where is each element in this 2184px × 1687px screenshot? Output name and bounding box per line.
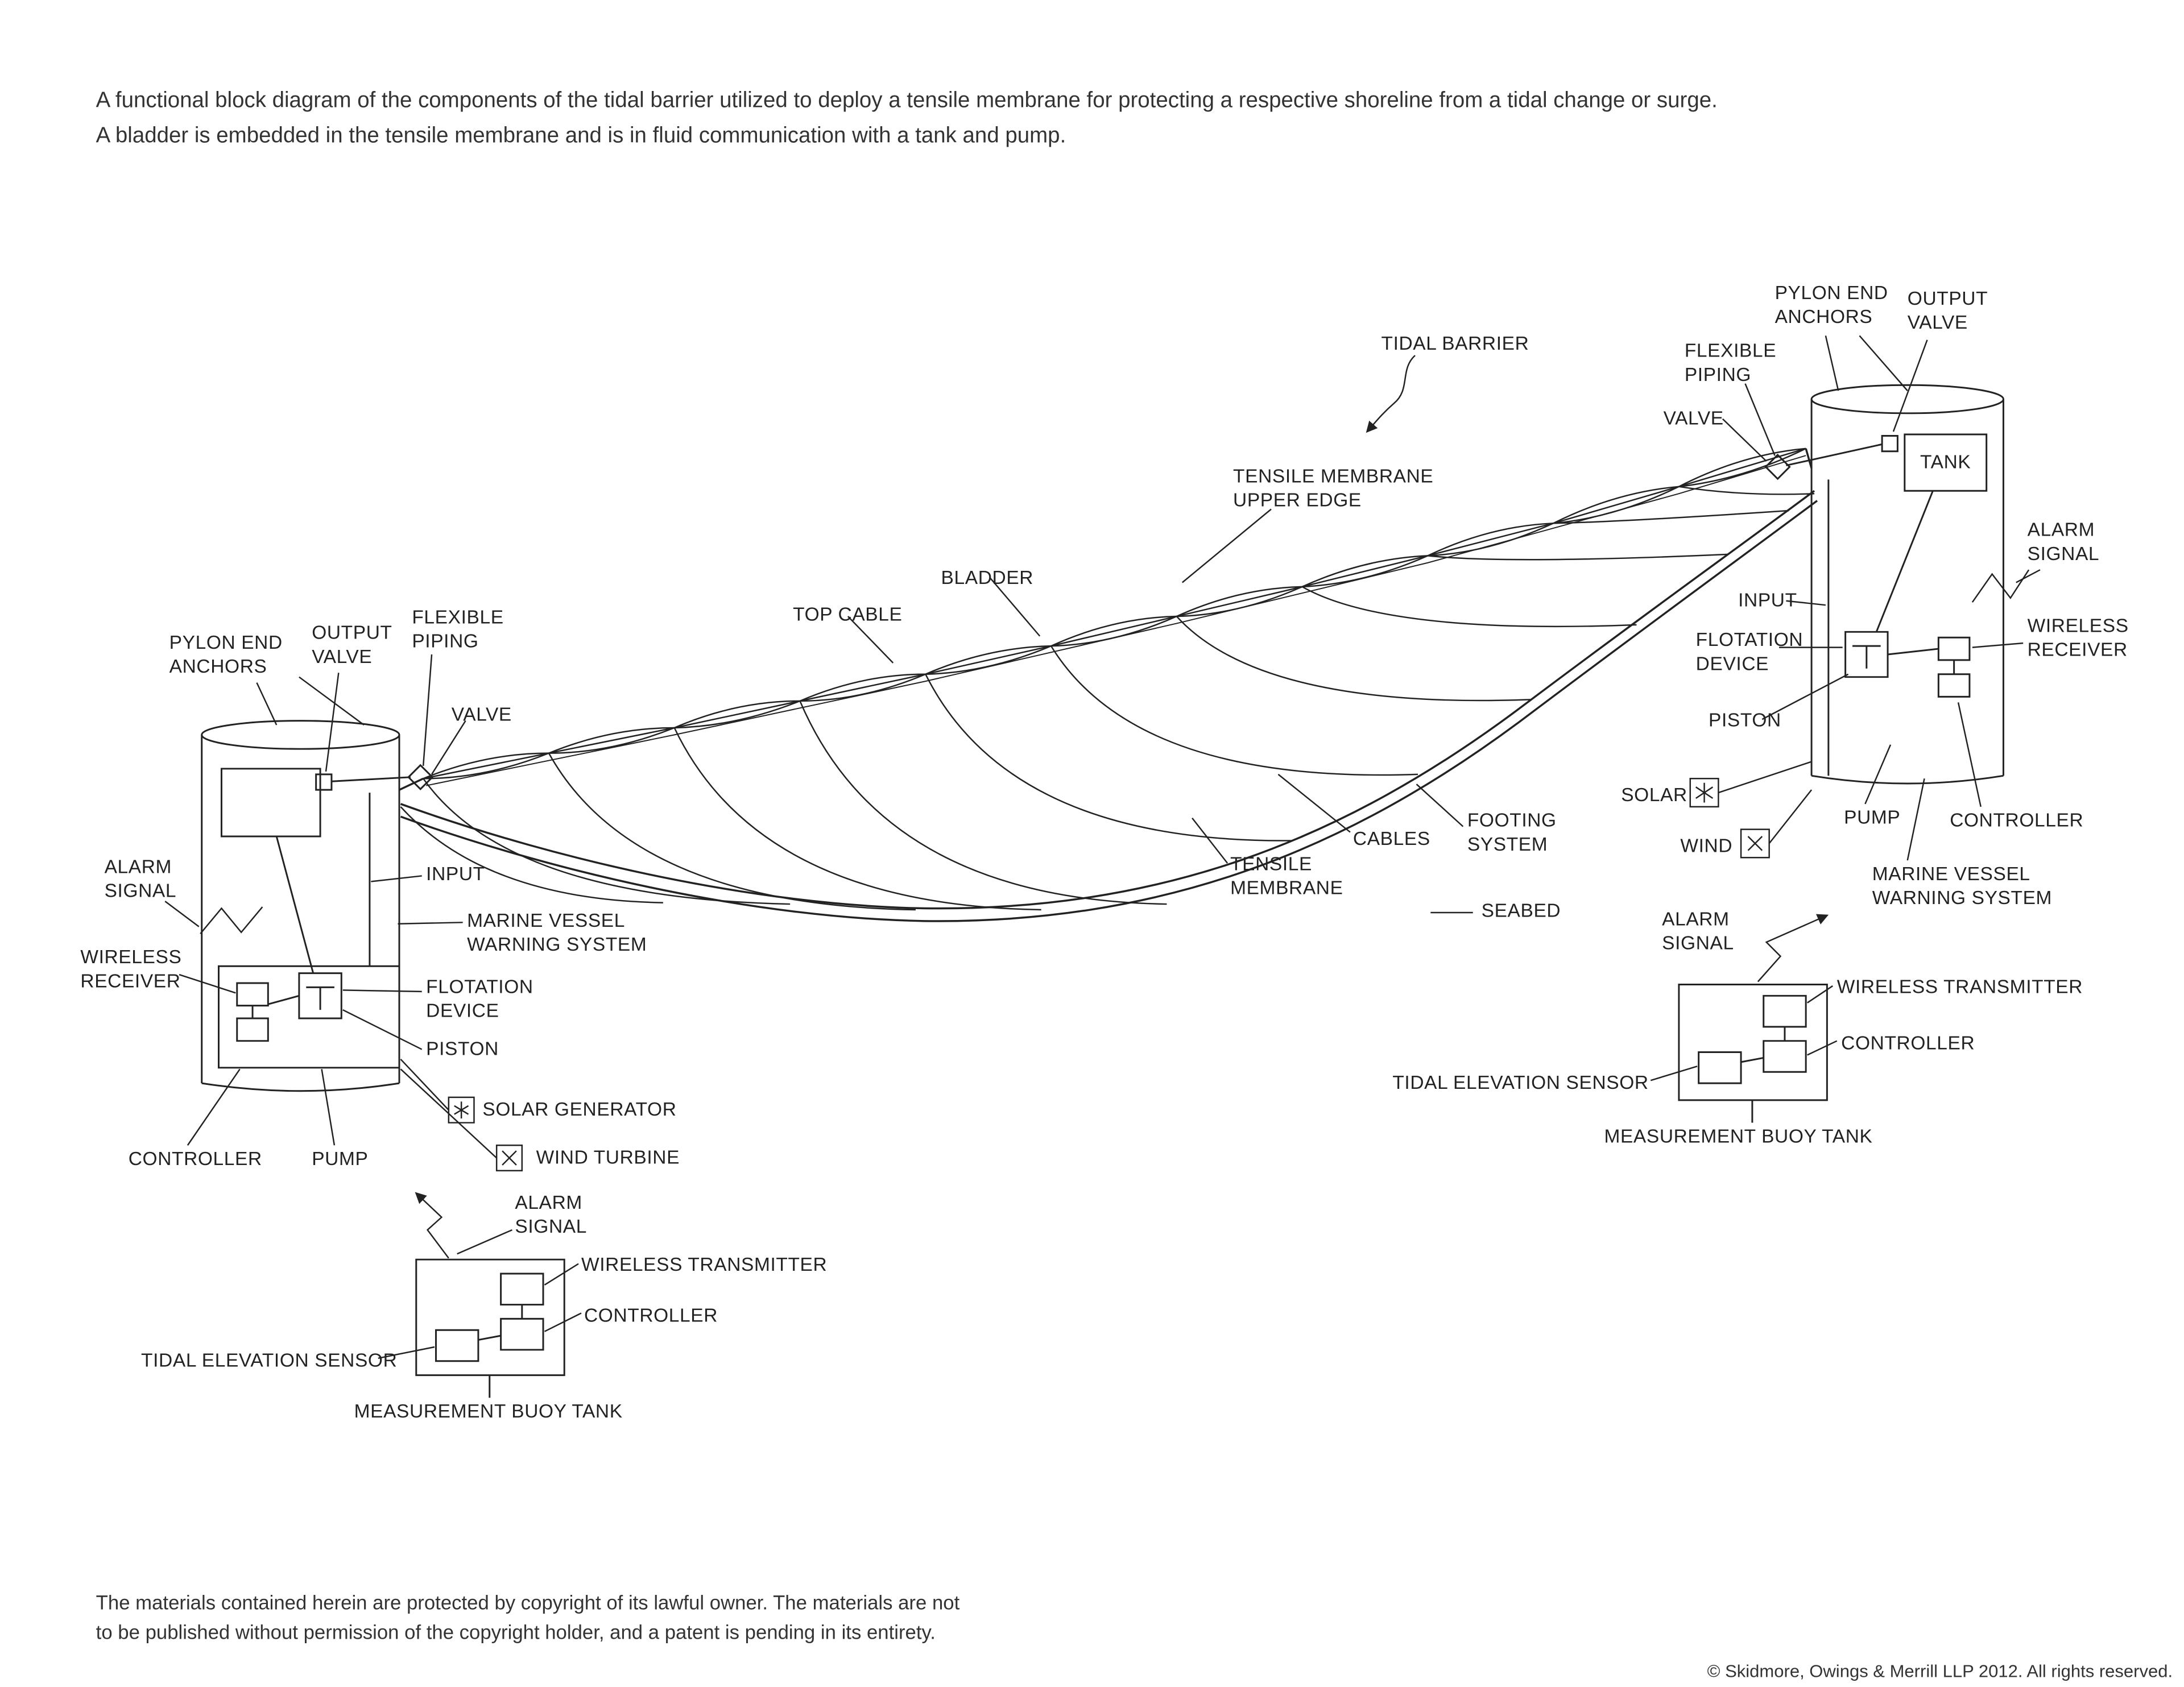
wireless-receiver-box-left-2 bbox=[237, 1018, 268, 1041]
label-wireless-receiver-left: WIRELESS RECEIVER bbox=[80, 946, 182, 992]
right-pylon-cylinder bbox=[1766, 385, 2004, 784]
wind-icon-right bbox=[1741, 830, 1769, 858]
label-top-cable: TOP CABLE bbox=[793, 603, 903, 625]
label-wireless-transmitter-left: WIRELESS TRANSMITTER bbox=[581, 1254, 828, 1275]
label-wireless-receiver-right: WIRELESS RECEIVER bbox=[2027, 615, 2129, 660]
label-alarm-signal-right-buoy: ALARM SIGNAL bbox=[1662, 908, 1734, 954]
label-cables: CABLES bbox=[1352, 828, 1430, 849]
label-pylon-end-anchors-right: PYLON END ANCHORS bbox=[1774, 282, 1888, 327]
controller-box-right bbox=[1764, 1041, 1806, 1072]
label-marine-vessel-warning-left: MARINE VESSEL WARNING SYSTEM bbox=[467, 909, 647, 955]
label-controller-left: CONTROLLER bbox=[128, 1148, 262, 1170]
label-tidal-elevation-sensor-left: TIDAL ELEVATION SENSOR bbox=[141, 1349, 398, 1371]
label-flotation-device-right: FLOTATION DEVICE bbox=[1695, 629, 1804, 674]
wireless-receiver-box-right-1 bbox=[1938, 637, 1970, 660]
output-valve-box-right bbox=[1882, 436, 1897, 451]
label-input-left: INPUT bbox=[426, 863, 485, 885]
tidal-elevation-sensor-box-left bbox=[436, 1330, 478, 1361]
tidal-elevation-sensor-box-right bbox=[1699, 1052, 1741, 1084]
left-measurement-buoy bbox=[416, 1259, 564, 1398]
label-measurement-buoy-tank-left: MEASUREMENT BUOY TANK bbox=[354, 1400, 623, 1422]
label-bladder: BLADDER bbox=[941, 567, 1034, 588]
tank-box bbox=[1905, 434, 1987, 491]
membrane-cables bbox=[400, 487, 1814, 910]
rights-statement: © Skidmore, Owings & Merrill LLP 2012. A… bbox=[1707, 1661, 2173, 1681]
label-alarm-signal-left: ALARM SIGNAL bbox=[104, 856, 177, 901]
label-wind-turbine-left: WIND TURBINE bbox=[536, 1146, 680, 1168]
alarm-signal-antenna-right bbox=[1972, 570, 2029, 602]
label-output-valve-right: OUTPUT VALVE bbox=[1907, 288, 1988, 333]
label-tensile-membrane-upper-edge: TENSILE MEMBRANE UPPER EDGE bbox=[1233, 465, 1434, 511]
label-tidal-barrier: TIDAL BARRIER bbox=[1381, 333, 1529, 354]
label-solar-generator-left: SOLAR GENERATOR bbox=[482, 1099, 677, 1120]
label-controller-right-buoy: CONTROLLER bbox=[1841, 1032, 1975, 1054]
alarm-signal-antenna-left bbox=[200, 907, 262, 934]
label-wind-right: WIND bbox=[1680, 835, 1733, 856]
output-valve-box-left bbox=[316, 774, 332, 790]
label-valve-right: VALVE bbox=[1663, 407, 1724, 429]
alarm-arrow-right-buoy bbox=[1758, 914, 1829, 982]
wind-turbine-icon bbox=[497, 1145, 522, 1171]
wireless-transmitter-box-left bbox=[501, 1274, 543, 1305]
label-tensile-membrane: TENSILE MEMBRANE bbox=[1230, 853, 1343, 898]
tidal-barrier-pointer bbox=[1366, 355, 1415, 433]
wireless-receiver-box-left-1 bbox=[237, 983, 268, 1006]
solar-icon-right bbox=[1690, 778, 1719, 807]
bladder-lenses bbox=[423, 449, 1806, 778]
label-flotation-device-left: FLOTATION DEVICE bbox=[426, 976, 533, 1021]
label-alarm-signal-right: ALARM SIGNAL bbox=[2027, 519, 2100, 564]
components-box-left bbox=[218, 966, 399, 1068]
label-input-right: INPUT bbox=[1738, 589, 1797, 611]
left-pylon-cylinder bbox=[202, 721, 433, 1091]
label-flexible-piping-right: FLEXIBLE PIPING bbox=[1684, 339, 1777, 385]
label-footing-system: FOOTING SYSTEM bbox=[1467, 809, 1557, 855]
label-pump-right: PUMP bbox=[1844, 806, 1901, 828]
label-output-valve-left: OUTPUT VALVE bbox=[312, 621, 392, 667]
leader-lines bbox=[165, 335, 2040, 1358]
label-valve-left: VALVE bbox=[451, 703, 512, 726]
label-flexible-piping-left: FLEXIBLE PIPING bbox=[412, 606, 504, 652]
alarm-arrow-left-buoy bbox=[415, 1192, 449, 1258]
wireless-receiver-box-right-2 bbox=[1938, 674, 1970, 697]
right-measurement-buoy bbox=[1679, 984, 1827, 1122]
label-controller-left-buoy: CONTROLLER bbox=[584, 1304, 718, 1326]
label-tidal-elevation-sensor-right: TIDAL ELEVATION SENSOR bbox=[1392, 1072, 1649, 1093]
label-pump-left: PUMP bbox=[312, 1148, 369, 1170]
label-controller-right: CONTROLLER bbox=[1950, 809, 2084, 831]
label-piston-right: PISTON bbox=[1709, 709, 1781, 731]
top-cable-line bbox=[426, 455, 1806, 785]
label-solar-right: SOLAR bbox=[1621, 784, 1687, 806]
membrane-bottom-edge bbox=[400, 491, 1814, 908]
valve-diamond-right bbox=[1766, 455, 1790, 479]
solar-generator-icon bbox=[449, 1097, 474, 1123]
label-tank: TANK bbox=[1920, 451, 1971, 473]
wireless-transmitter-box-right bbox=[1764, 996, 1806, 1027]
label-measurement-buoy-tank-right: MEASUREMENT BUOY TANK bbox=[1604, 1125, 1873, 1147]
label-alarm-signal-left-buoy: ALARM SIGNAL bbox=[515, 1192, 588, 1237]
footing-bottom-edge bbox=[400, 501, 1817, 921]
controller-box-left bbox=[501, 1319, 543, 1350]
label-wireless-transmitter-right: WIRELESS TRANSMITTER bbox=[1836, 976, 2083, 997]
label-piston-left: PISTON bbox=[426, 1038, 499, 1059]
label-pylon-end-anchors-left: PYLON END ANCHORS bbox=[169, 632, 283, 677]
label-seabed: SEABED bbox=[1481, 900, 1561, 921]
copyright-notice: The materials contained herein are prote… bbox=[96, 1591, 960, 1643]
label-marine-vessel-warning-right: MARINE VESSEL WARNING SYSTEM bbox=[1872, 863, 2053, 908]
tensile-membrane-outline bbox=[399, 449, 1817, 921]
membrane-upper-edge bbox=[423, 449, 1806, 778]
figure-description: A functional block diagram of the compon… bbox=[96, 89, 1718, 148]
